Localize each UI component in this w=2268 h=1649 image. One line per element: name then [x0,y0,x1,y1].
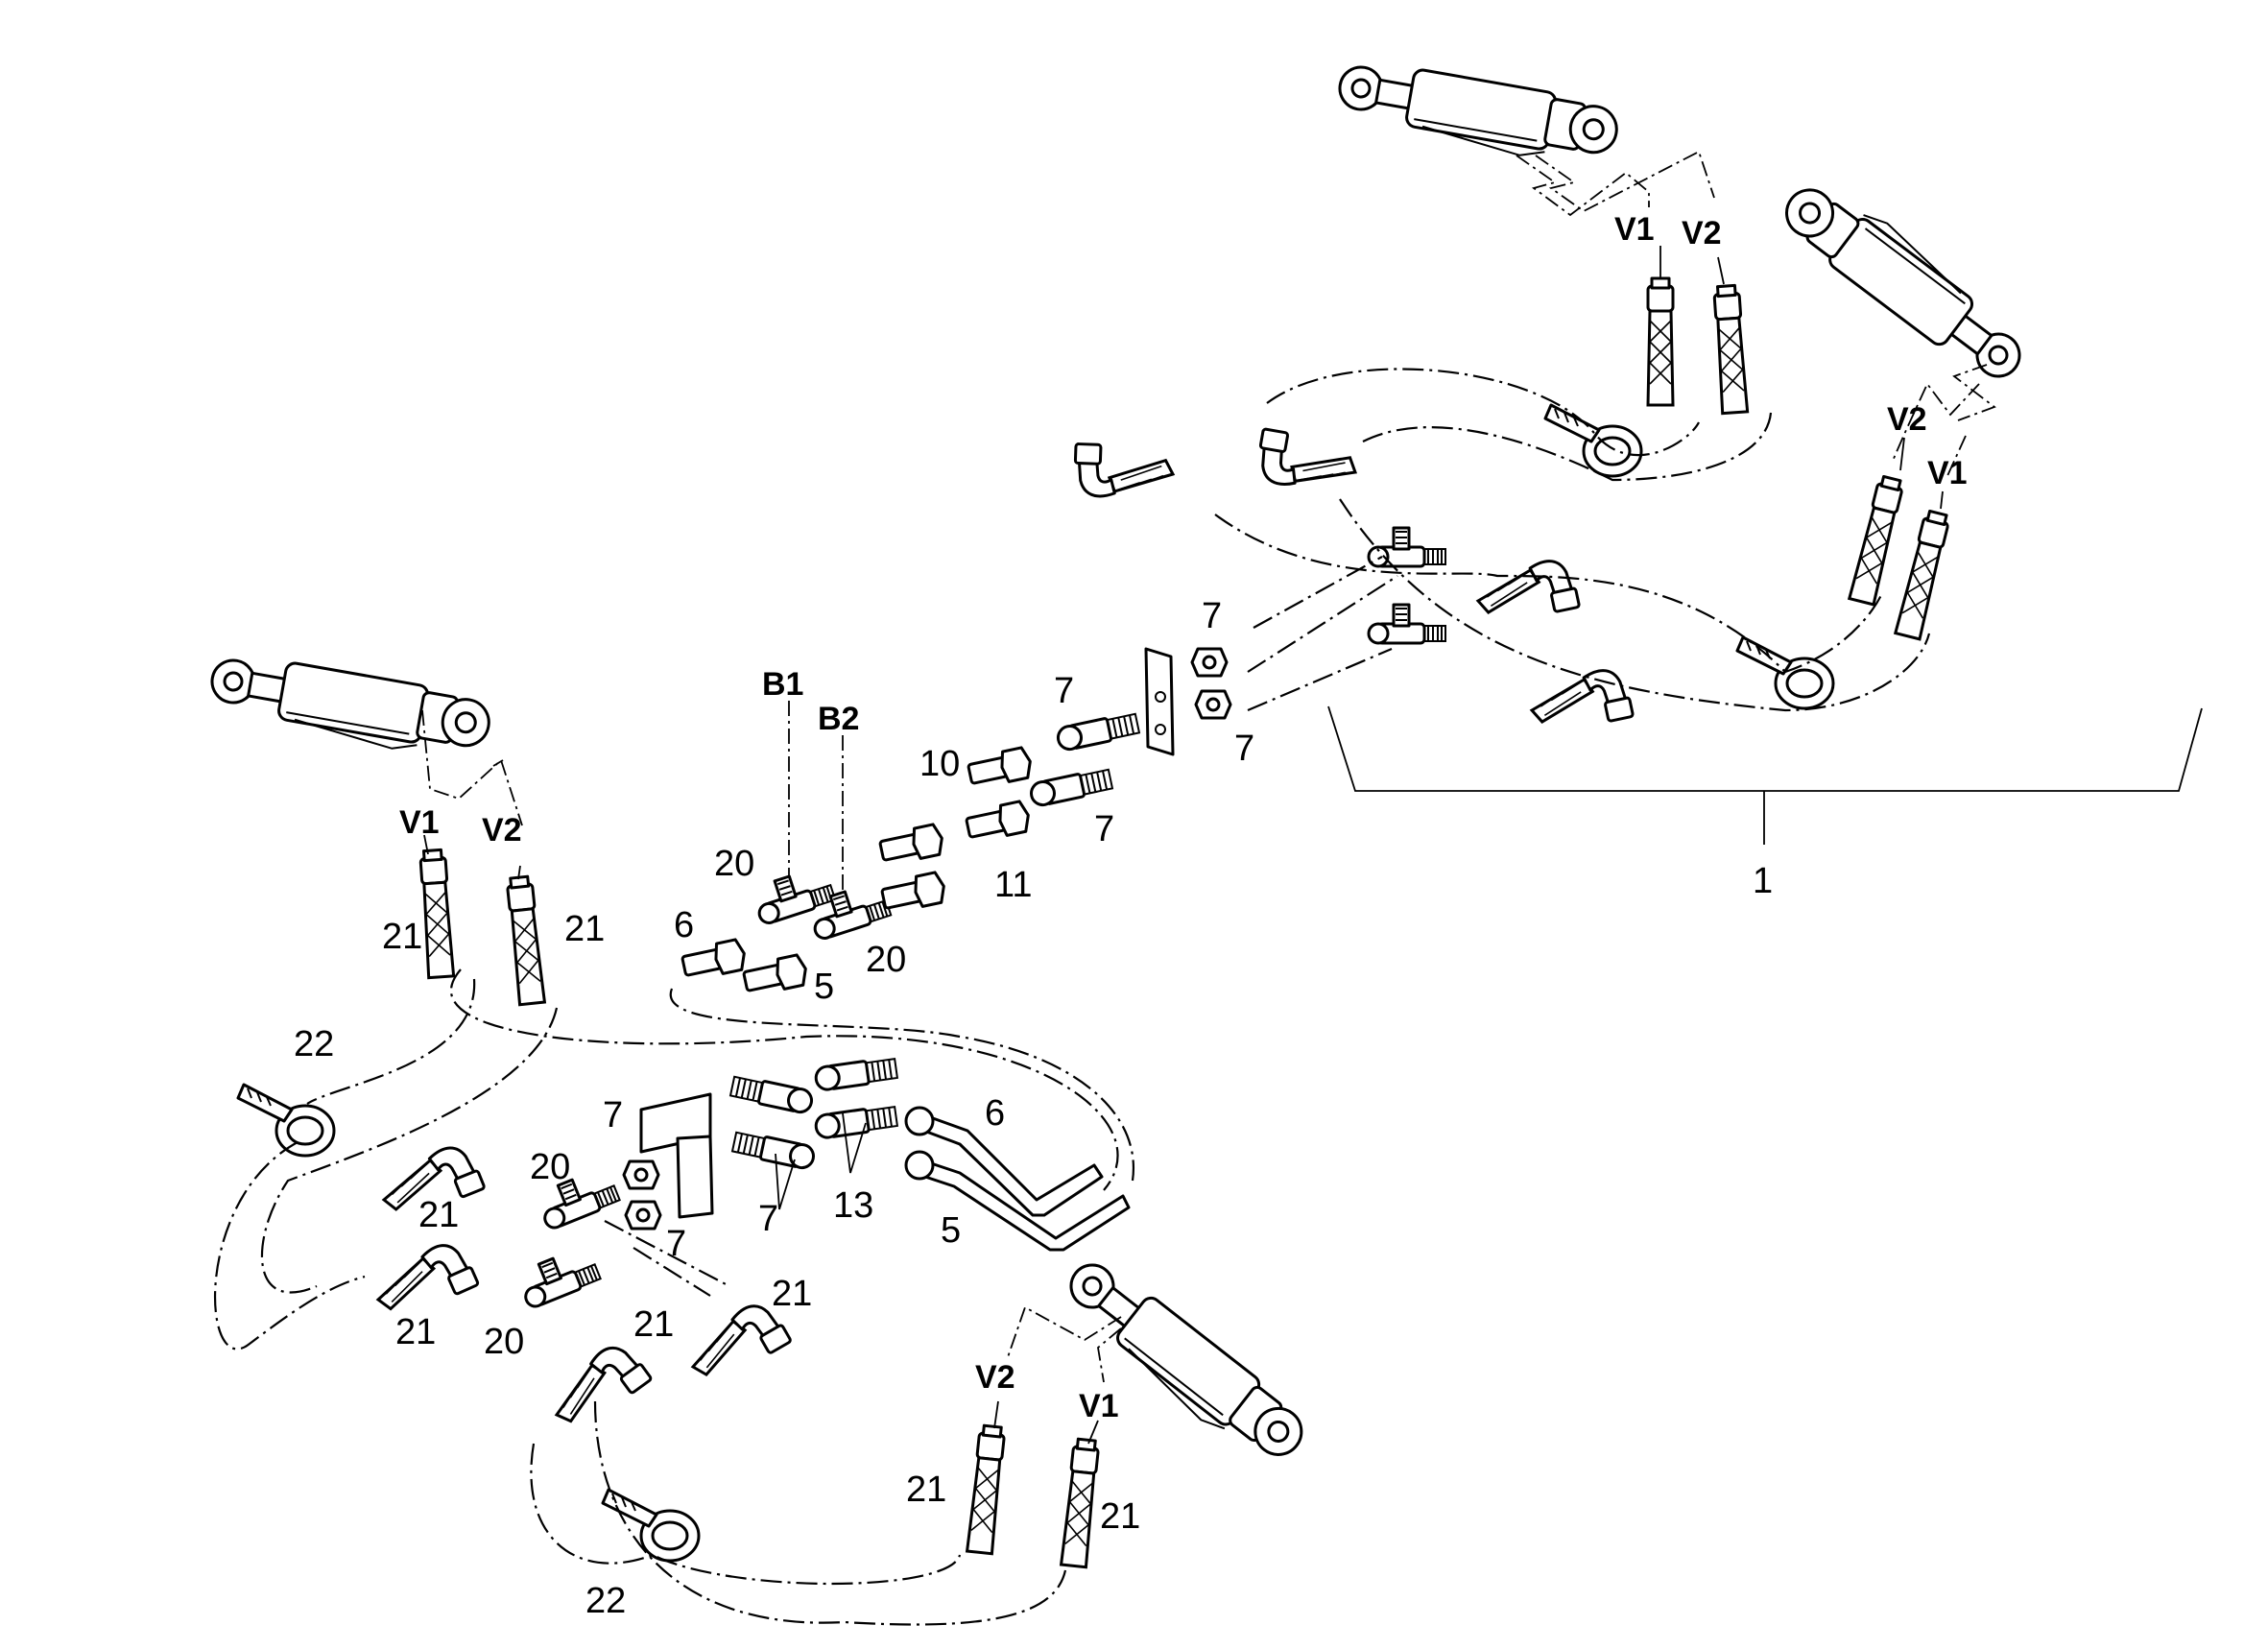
hose-end-top-v1 [1646,276,1675,407]
label-11: 11 [994,865,1032,905]
label-20-a: 20 [714,844,754,884]
cylinder-left [203,648,495,766]
rigid-pipe-6 [904,1106,1104,1217]
elbow-hose-6 [367,1235,481,1326]
tee-left-2 [513,1243,603,1311]
elbow-hose-1 [1072,442,1176,501]
label-v1-bottom: V1 [1079,1388,1119,1424]
nut-adapter-2 [878,870,949,916]
hose-routes [213,368,1931,1626]
label-7-f: 7 [603,1095,623,1135]
union-13b [813,1103,899,1141]
union-7c [728,1073,816,1116]
label-22-b: 22 [585,1581,626,1621]
label-7-d: 7 [1094,809,1114,849]
part-labels: V1 V2 V2 V1 V1 V2 V2 V1 B1 B2 1 7 7 7 7 … [294,211,1968,1621]
label-21-c: 21 [418,1195,459,1235]
hose-end-right-v1 [1894,509,1952,641]
union-7b [1027,766,1114,809]
elbow-hose-4 [1525,664,1635,738]
hose-end-bottom-v1 [1060,1437,1101,1569]
leader-lines [421,150,2203,1445]
nut-upper-1 [1190,647,1229,678]
nut-upper-2 [1194,689,1232,720]
union-7a [1054,710,1141,753]
adapter-5 [740,952,811,998]
label-5-b: 5 [941,1210,961,1251]
nut-lower-1 [622,1159,660,1190]
elbow-hose-3 [1471,555,1582,629]
elbow-hose-7 [540,1335,654,1439]
label-1: 1 [1753,861,1773,901]
label-v1-right: V1 [1927,455,1968,491]
bracket-upper [1144,647,1175,756]
label-7-e: 7 [758,1199,778,1239]
nut-lower-2 [624,1200,662,1231]
label-10: 10 [919,744,960,784]
clamp-left [236,1083,336,1158]
clamp-top [1543,403,1643,478]
label-b1: B1 [762,666,803,703]
rigid-pipe-5 [904,1150,1131,1252]
hose-end-top-v2 [1711,283,1750,416]
label-20-b: 20 [866,940,906,980]
bracket-lower [639,1092,714,1219]
label-v2-left: V2 [482,812,522,848]
label-v2-right: V2 [1887,401,1927,438]
label-21-e: 21 [633,1304,674,1345]
label-21-a: 21 [382,917,422,957]
adapter-11 [963,799,1034,845]
label-7-a: 7 [1202,596,1222,636]
cylinder-right [1772,167,2041,393]
label-20-c: 20 [530,1147,570,1187]
label-22-a: 22 [294,1024,334,1064]
cylinder-top [1331,55,1623,173]
union-7d [730,1129,818,1172]
label-6-a: 6 [674,905,694,945]
union-13a [813,1055,899,1093]
label-v1-top: V1 [1614,211,1655,248]
tee-b1 [749,863,838,927]
hose-end-left-v2 [505,874,546,1007]
label-7-g: 7 [666,1224,686,1264]
hose-end-right-v2 [1848,474,1906,607]
elbow-hose-2 [1253,427,1362,498]
clamp-bottom [601,1488,701,1563]
label-b2: B2 [818,701,859,737]
label-v2-bottom: V2 [975,1359,1015,1396]
label-13: 13 [833,1185,873,1226]
label-21-h: 21 [1100,1496,1140,1537]
tee-upper-2 [1367,603,1447,645]
label-5-a: 5 [814,967,834,1007]
tee-upper-1 [1367,526,1447,568]
label-7-c: 7 [1234,729,1254,769]
label-v1-left: V1 [399,804,440,841]
adapter-10 [965,745,1036,791]
hose-end-bottom-v2 [966,1423,1007,1556]
label-21-d: 21 [395,1312,436,1352]
label-21-b: 21 [564,909,605,949]
label-v2-top: V2 [1682,215,1722,251]
label-6-b: 6 [985,1093,1005,1134]
nut-adapter-1 [876,822,947,868]
hose-end-left-v1 [418,848,456,980]
label-20-d: 20 [484,1322,524,1362]
label-7-b: 7 [1054,671,1074,711]
label-21-g: 21 [906,1470,946,1510]
label-21-f: 21 [772,1274,812,1314]
